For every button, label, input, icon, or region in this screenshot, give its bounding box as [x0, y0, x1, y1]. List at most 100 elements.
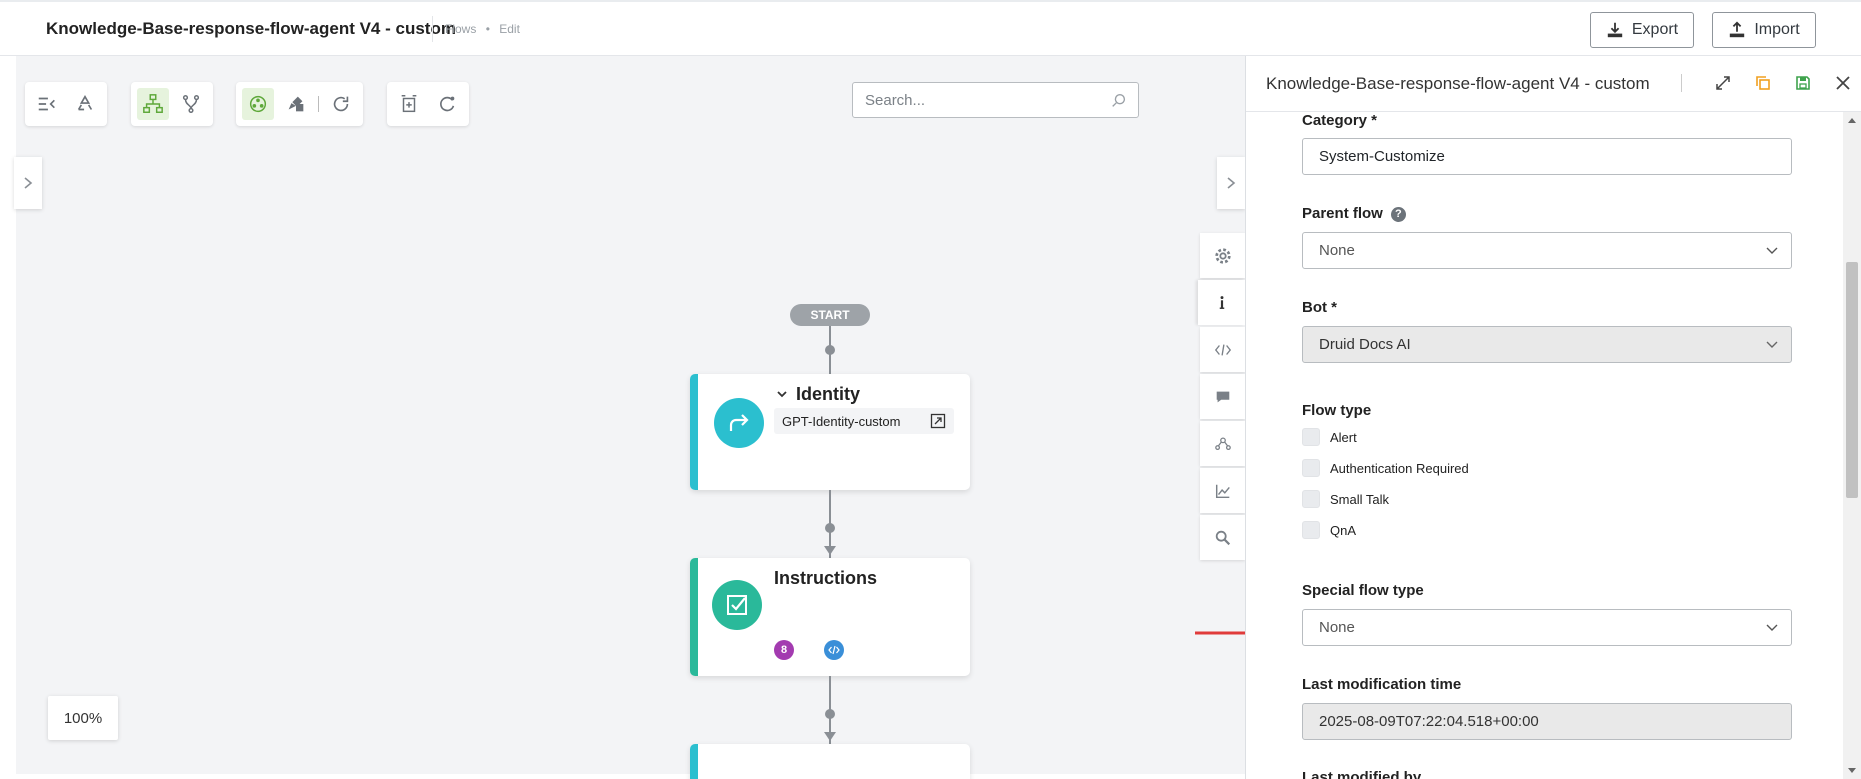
toolbar-group-layout — [131, 82, 213, 126]
zoom-level[interactable]: 100% — [48, 696, 118, 740]
special-flow-type-label: Special flow type — [1302, 582, 1424, 599]
flow-canvas[interactable]: START Identity GPT-Identity-custom Instr… — [14, 56, 1293, 779]
refresh-icon — [333, 96, 349, 112]
node-color-bar — [690, 374, 698, 490]
node-icon-circle — [714, 398, 764, 448]
tab-code[interactable] — [1200, 327, 1245, 372]
special-flow-type-select[interactable]: None — [1302, 609, 1792, 646]
flow-type-option-smalltalk[interactable]: Small Talk — [1302, 490, 1389, 508]
edit-nodes-button[interactable] — [280, 88, 312, 120]
import-label: Import — [1754, 21, 1800, 38]
last-modification-field: 2025-08-09T07:22:04.518+00:00 — [1302, 703, 1792, 740]
tab-analytics[interactable] — [1200, 468, 1245, 513]
connector-line — [829, 676, 831, 774]
panel-header: Knowledge-Base-response-flow-agent V4 - … — [1246, 56, 1861, 112]
checkbox[interactable] — [1302, 459, 1320, 477]
toolbar-group-tools — [236, 82, 363, 126]
scroll-up-arrow[interactable] — [1848, 118, 1856, 123]
external-link-icon[interactable] — [930, 413, 946, 429]
expand-panel-button[interactable] — [1713, 73, 1733, 93]
top-header: Knowledge-Base-response-flow-agent V4 - … — [0, 0, 1861, 56]
breadcrumb-edit: Edit — [499, 22, 520, 36]
search-input[interactable] — [853, 83, 1093, 117]
canvas-search — [852, 82, 1139, 118]
last-modification-value: 2025-08-09T07:22:04.518+00:00 — [1319, 713, 1539, 730]
branch-icon — [182, 95, 200, 113]
chevron-down-icon[interactable] — [776, 388, 788, 400]
scroll-down-arrow[interactable] — [1848, 768, 1856, 773]
properties-panel: Knowledge-Base-response-flow-agent V4 - … — [1245, 56, 1861, 779]
import-button[interactable]: Import — [1712, 12, 1816, 48]
next-field-label: Last modified by — [1302, 769, 1422, 779]
node-instructions[interactable]: Instructions 8 — [690, 558, 970, 676]
refresh-button[interactable] — [325, 88, 357, 120]
cycle-view-button[interactable] — [69, 88, 101, 120]
export-button[interactable]: Export — [1590, 12, 1694, 48]
connector-dot[interactable] — [825, 345, 835, 355]
node-kb-response[interactable] — [690, 744, 970, 779]
reload-flow-button[interactable] — [431, 88, 463, 120]
chat-icon — [1216, 391, 1229, 402]
connector-dot[interactable] — [825, 709, 835, 719]
scroll-thumb[interactable] — [1846, 262, 1858, 498]
add-node-button[interactable] — [393, 88, 425, 120]
connector-dot[interactable] — [825, 523, 835, 533]
flow-type-option-alert[interactable]: Alert — [1302, 428, 1357, 446]
ai-nodes-button[interactable] — [242, 88, 274, 120]
left-panel-toggle[interactable] — [14, 157, 42, 209]
count-badge[interactable]: 8 — [774, 640, 794, 660]
node-title: Identity — [796, 384, 861, 404]
tab-chat[interactable] — [1200, 374, 1245, 419]
flow-type-option-auth[interactable]: Authentication Required — [1302, 459, 1469, 477]
code-icon — [1214, 343, 1231, 356]
checkbox[interactable] — [1302, 521, 1320, 539]
checkbox[interactable] — [1302, 490, 1320, 508]
chevron-down-icon — [1766, 341, 1778, 348]
close-panel-button[interactable] — [1833, 73, 1853, 93]
tab-settings[interactable] — [1200, 233, 1245, 278]
save-button[interactable] — [1793, 73, 1813, 93]
bot-label: Bot * — [1302, 299, 1337, 316]
page-title: Knowledge-Base-response-flow-agent V4 - … — [46, 19, 456, 38]
right-panel-toggle[interactable] — [1217, 157, 1245, 209]
collapse-sidebar-button[interactable] — [31, 88, 63, 120]
tab-info[interactable] — [1198, 280, 1245, 325]
side-tab-bar — [1198, 233, 1245, 560]
copy-icon — [1756, 76, 1770, 90]
node-identity[interactable]: Identity GPT-Identity-custom — [690, 374, 970, 490]
upload-icon — [1730, 21, 1745, 38]
chart-icon — [1215, 484, 1230, 498]
code-badge[interactable] — [824, 640, 844, 660]
checkbox-icon — [727, 595, 747, 615]
connector-arrow — [824, 546, 836, 555]
download-icon — [1607, 22, 1623, 38]
checkbox-label: Small Talk — [1330, 491, 1390, 507]
chevron-down-icon — [1766, 624, 1778, 631]
checkbox[interactable] — [1302, 428, 1320, 446]
help-icon[interactable]: ? — [1390, 206, 1406, 222]
chevron-right-icon — [1227, 177, 1236, 189]
tab-search[interactable] — [1200, 515, 1245, 560]
parent-flow-label-text: Parent flow — [1302, 205, 1383, 222]
category-field[interactable]: System-Customize — [1302, 138, 1792, 175]
duplicate-button[interactable] — [1753, 73, 1773, 93]
node-pill-label: GPT-Identity-custom — [782, 413, 901, 429]
node-color-bar — [690, 744, 698, 779]
expand-icon — [1716, 76, 1730, 90]
tab-network[interactable] — [1200, 421, 1245, 466]
search-icon[interactable] — [1110, 92, 1128, 110]
add-node-icon — [401, 95, 417, 113]
recycle-icon — [77, 95, 93, 111]
close-icon — [1836, 76, 1850, 90]
bot-value: Druid Docs AI — [1319, 336, 1411, 353]
checkbox-label: Authentication Required — [1330, 460, 1469, 476]
branch-layout-button[interactable] — [175, 88, 207, 120]
category-value: System-Customize — [1319, 148, 1445, 165]
breadcrumb-flows[interactable]: Flows — [445, 22, 477, 36]
parent-flow-select[interactable]: None — [1302, 232, 1792, 269]
panel-scrollbar[interactable] — [1843, 112, 1861, 779]
start-node[interactable]: START — [790, 304, 870, 326]
tree-layout-button[interactable] — [137, 88, 169, 120]
flow-type-option-qna[interactable]: QnA — [1302, 521, 1356, 539]
